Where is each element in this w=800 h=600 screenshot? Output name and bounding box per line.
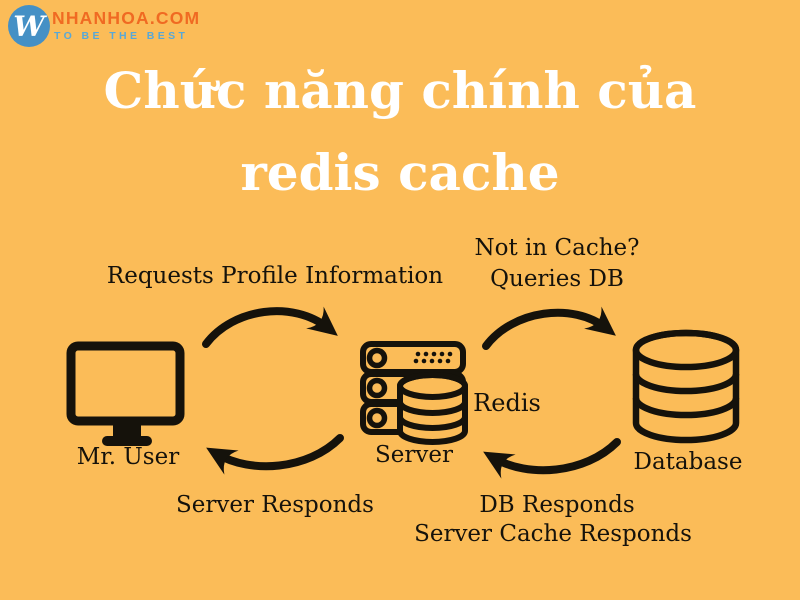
edge-label-server-cache-responds: Server Cache Responds (414, 521, 692, 547)
server-vent-dots (413, 351, 453, 364)
logo-brand-text: NHANHOA.COM (52, 8, 201, 28)
logo-monogram: W (13, 10, 45, 43)
page-title: Chức năng chính của redis cache (0, 50, 800, 214)
node-label-user: Mr. User (76, 444, 180, 470)
nhanhoa-logo-icon: W (8, 5, 50, 47)
page-title-line1: Chức năng chính của (103, 61, 697, 120)
page-title-line2: redis cache (240, 143, 560, 202)
server-icon (360, 341, 468, 445)
monitor-icon (66, 341, 185, 446)
database-icon (632, 329, 740, 444)
redis-label: Redis (473, 389, 541, 417)
arrow-database-to-server (483, 438, 621, 479)
edge-label-request: Requests Profile Information (106, 263, 444, 289)
edge-label-queries-db: Queries DB (490, 266, 624, 292)
node-label-server: Server (375, 442, 453, 468)
arrow-user-to-server (202, 306, 338, 348)
arrow-server-to-user (206, 434, 344, 475)
edge-label-server-responds: Server Responds (176, 492, 374, 518)
edge-label-not-in-cache: Not in Cache? (474, 235, 640, 261)
edge-label-db-responds: DB Responds (479, 492, 635, 518)
arrow-server-to-database (482, 306, 616, 350)
server-cache-cylinder (397, 372, 468, 445)
logo-tagline-text: TO BE THE BEST (54, 30, 189, 42)
node-label-database: Database (633, 449, 743, 475)
